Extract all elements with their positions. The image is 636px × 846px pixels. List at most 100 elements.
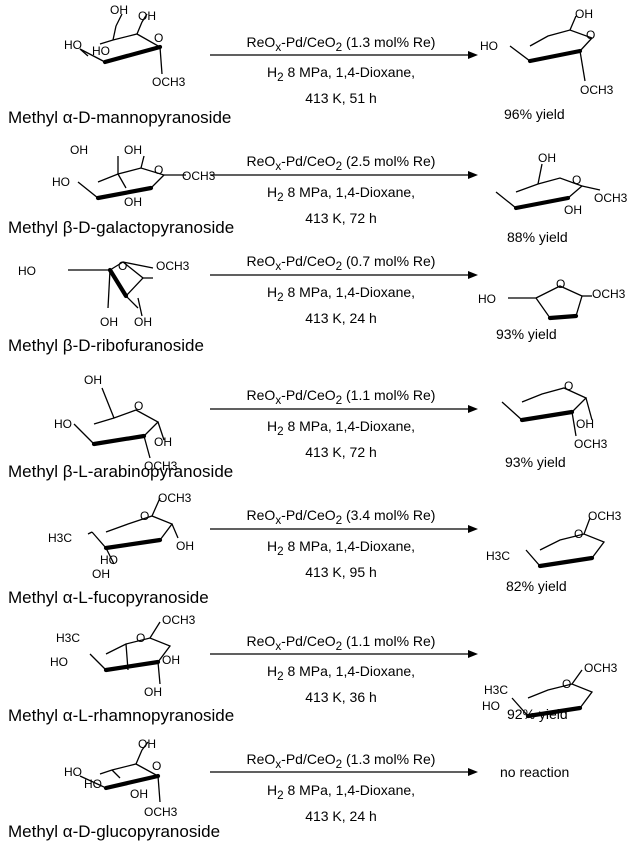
product-structure-1: HO OH O OCH3	[480, 7, 614, 97]
label-och3: OCH3	[152, 75, 186, 89]
reaction-arrow-5	[210, 525, 478, 533]
label-oh: OH	[575, 7, 593, 21]
result-4: 93% yield	[505, 454, 566, 470]
label-ho: HO	[100, 553, 118, 567]
label-och3: OCH3	[584, 661, 618, 675]
product-structure-5: H3C OCH3 O	[486, 509, 622, 569]
label-oh: OH	[538, 151, 556, 165]
reaction-arrow-6	[210, 650, 478, 658]
label-oh: OH	[134, 315, 152, 329]
conditions-5: ReOx-Pd/CeO2 (3.4 mol% Re)	[246, 507, 436, 527]
label-ho: HO	[84, 777, 102, 791]
label-oh: OH	[154, 435, 172, 449]
label-o: O	[152, 759, 161, 773]
label-o: O	[564, 379, 573, 393]
label-ho: HO	[92, 44, 110, 58]
label-h3c: H3C	[486, 549, 510, 563]
reaction-arrow-4	[210, 405, 478, 413]
result-3: 93% yield	[496, 326, 557, 342]
substrate-name-4: Methyl β-L-arabinopyranoside	[8, 462, 234, 481]
label-och3: OCH3	[592, 287, 626, 301]
result-5: 82% yield	[506, 578, 567, 594]
label-och3: OCH3	[162, 613, 196, 627]
substrate-structure-1: HO HO OH OH O OCH3	[64, 3, 186, 89]
label-och3: OCH3	[144, 459, 178, 473]
conditions-line2-5: H2 8 MPa, 1,4-Dioxane, 413 K, 95 h	[266, 538, 416, 580]
label-och3: OCH3	[574, 437, 608, 451]
reaction-arrow-7	[210, 768, 478, 776]
result-1: 96% yield	[504, 106, 565, 122]
label-o: O	[562, 677, 571, 691]
result-6: 92% yield	[507, 706, 568, 722]
label-ho: HO	[52, 175, 70, 189]
conditions-line2-7: H2 8 MPa, 1,4-Dioxane, 413 K, 24 h	[266, 782, 416, 824]
label-oh: OH	[138, 737, 156, 751]
substrate-structure-4: OH HO O OH OCH3	[54, 373, 178, 473]
label-oh: OH	[564, 203, 582, 217]
substrate-name-6: Methyl α-L-rhamnopyranoside	[8, 706, 235, 725]
reaction-arrow-1	[210, 51, 478, 59]
conditions-line2-3: H2 8 MPa, 1,4-Dioxane, 413 K, 24 h	[266, 284, 416, 326]
label-oh: OH	[124, 143, 142, 157]
substrate-structure-7: HO HO OH O OH OCH3	[64, 737, 178, 819]
label-o: O	[136, 631, 145, 645]
label-ho: HO	[64, 765, 82, 779]
label-h3c: H3C	[56, 631, 80, 645]
label-och3: OCH3	[156, 259, 190, 273]
label-ho: HO	[480, 39, 498, 53]
label-oh: OH	[70, 143, 88, 157]
reaction-arrow-3	[210, 271, 478, 279]
substrate-structure-5: H3C OCH3 O OH HO OH	[48, 491, 194, 581]
label-oh: OH	[92, 567, 110, 581]
conditions-line2-1: H2 8 MPa, 1,4-Dioxane, 413 K, 51 h	[266, 64, 416, 106]
substrate-structure-6: H3C HO OCH3 O OH OH	[50, 613, 196, 699]
label-oh: OH	[100, 315, 118, 329]
label-och3: OCH3	[182, 169, 216, 183]
label-h3c: H3C	[48, 531, 72, 545]
conditions-1: ReOx-Pd/CeO2 (1.3 mol% Re)	[246, 34, 436, 54]
label-o: O	[574, 527, 583, 541]
label-oh: OH	[576, 417, 594, 431]
reaction-arrow-2	[210, 171, 478, 179]
conditions-7: ReOx-Pd/CeO2 (1.3 mol% Re)	[246, 751, 436, 771]
conditions-3: ReOx-Pd/CeO2 (0.7 mol% Re)	[246, 253, 436, 273]
label-oh: OH	[110, 3, 128, 17]
product-structure-4: O OH OCH3	[501, 379, 608, 451]
label-och3: OCH3	[580, 83, 614, 97]
substrate-name-3: Methyl β-D-ribofuranoside	[8, 336, 204, 355]
label-ho: HO	[478, 292, 496, 306]
label-o: O	[154, 163, 163, 177]
label-oh: OH	[162, 653, 180, 667]
conditions-line2-6: H2 8 MPa, 1,4-Dioxane, 413 K, 36 h	[266, 663, 416, 705]
conditions-line2-4: H2 8 MPa, 1,4-Dioxane, 413 K, 72 h	[266, 418, 416, 460]
label-och3: OCH3	[144, 805, 178, 819]
substrate-name-2: Methyl β-D-galactopyranoside	[8, 218, 235, 237]
label-oh: OH	[144, 685, 162, 699]
substrate-structure-3: HO O OCH3 OH OH	[18, 259, 190, 329]
label-ho: HO	[18, 264, 36, 278]
label-ho: HO	[64, 38, 82, 52]
product-structure-6: H3C HO OCH3 O	[482, 661, 618, 719]
product-structure-2: OH O OH OCH3	[495, 151, 628, 217]
result-2: 88% yield	[507, 229, 568, 245]
conditions-6: ReOx-Pd/CeO2 (1.1 mol% Re)	[246, 633, 436, 653]
label-oh: OH	[124, 195, 142, 209]
label-o: O	[140, 509, 149, 523]
conditions-line2-2: H2 8 MPa, 1,4-Dioxane, 413 K, 72 h	[266, 184, 416, 226]
label-o: O	[572, 173, 581, 187]
label-ho: HO	[482, 699, 500, 713]
label-o: O	[134, 399, 143, 413]
label-oh: OH	[176, 539, 194, 553]
label-o: O	[586, 28, 595, 42]
conditions-2: ReOx-Pd/CeO2 (2.5 mol% Re)	[246, 153, 436, 173]
label-ho: HO	[50, 655, 68, 669]
label-och3: OCH3	[158, 491, 192, 505]
label-oh: OH	[130, 787, 148, 801]
label-h3c: H3C	[484, 683, 508, 697]
label-och3: OCH3	[588, 509, 622, 523]
substrate-name-5: Methyl α-L-fucopyranoside	[8, 588, 209, 607]
label-oh: OH	[84, 373, 102, 387]
substrate-structure-2: OH OH HO OH O OCH3	[52, 143, 216, 209]
label-och3: OCH3	[594, 191, 628, 205]
substrate-name-7: Methyl α-D-glucopyranoside	[8, 822, 221, 841]
